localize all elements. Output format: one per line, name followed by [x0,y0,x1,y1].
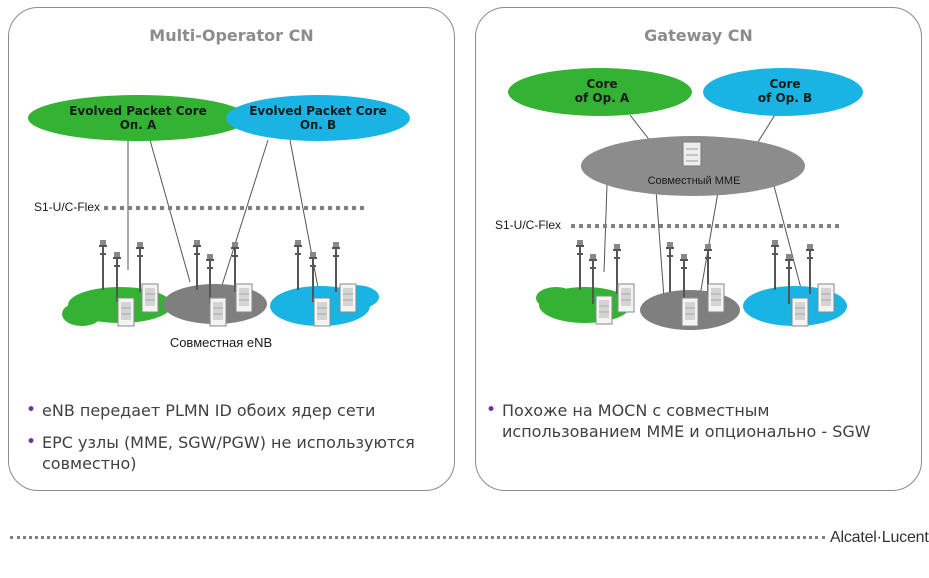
core-a-label: Evolved Packet Core [69,104,207,118]
bullet-item: Похоже на MOCN с совместным использовани… [486,400,906,442]
core-b-ellipse [226,95,410,141]
cell-cloud-green [62,302,102,326]
shared-enb-label: Совместная eNB [170,335,272,350]
left-bullet-list: eNB передает PLMN ID обоих ядер сети EPC… [26,400,446,485]
link-line [655,189,665,299]
bullet-item: EPC узлы (MME, SGW/PGW) не используются … [26,432,446,474]
link-line [217,139,269,299]
core-b-ellipse [703,68,863,116]
core-b-sublabel: of Op. B [758,91,812,105]
core-a-sublabel: of Op. A [575,91,630,105]
link-line [149,139,191,283]
core-a-label: Core [586,77,617,91]
server-icon [682,141,702,167]
brand-logo-block: Alcatel·Lucent [830,527,929,549]
core-a-ellipse [508,68,692,116]
right-diagram: Core of Op. A Core of Op. B Совместный M… [495,68,863,330]
footer-divider [10,536,825,539]
s1-flex-label: S1-U/C-Flex [34,200,100,214]
link-line [289,139,321,299]
link-line [773,185,804,297]
core-a-sublabel: Оп. A [120,118,157,132]
core-a-ellipse [28,95,248,141]
link-line [603,184,608,273]
right-bullet-list: Похоже на MOCN с совместным использовани… [486,400,906,453]
panel-title: Multi-Operator CN [149,26,314,45]
panel-title: Gateway CN [644,26,753,45]
left-diagram: Evolved Packet Core Оп. A Evolved Packet… [28,95,410,350]
core-b-label: Evolved Packet Core [249,104,387,118]
bullet-item: eNB передает PLMN ID обоих ядер сети [26,400,446,421]
core-b-sublabel: Оп. B [300,118,336,132]
s1-flex-label: S1-U/C-Flex [495,218,561,232]
core-b-label: Core [769,77,800,91]
brand-name: Alcatel·Lucent [830,529,929,546]
cell-cloud-green [536,287,576,309]
link-line [629,114,652,143]
shared-mme-label: Совместный MME [648,175,741,187]
